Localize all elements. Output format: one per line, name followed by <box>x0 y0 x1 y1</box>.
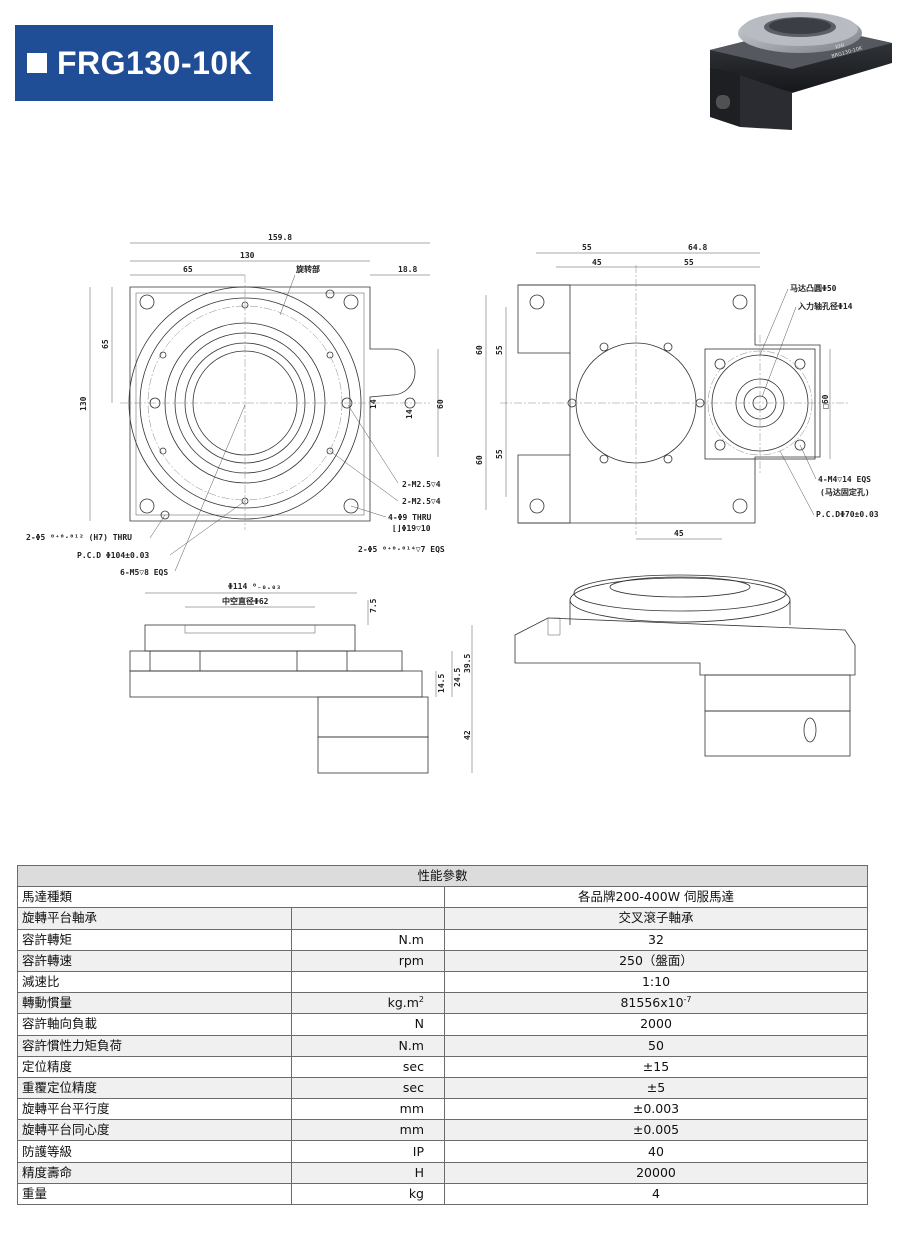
dim-45-top: 45 <box>592 258 602 267</box>
model-title-banner: FRG130-10K <box>15 25 273 101</box>
table-row: 容許轉速 rpm 250（盤面） <box>17 949 868 972</box>
note-m5-eqs: 6-M5▽8 EQS <box>120 568 168 577</box>
isometric-view <box>514 574 856 757</box>
photo-label-brand: KMI <box>835 43 845 51</box>
note-pcd70: P.C.DΦ70±0.03 <box>816 510 879 519</box>
performance-spec-table: 性能參數 馬達種類 各品牌200-400W 伺服馬達 旋轉平台軸承 交叉滾子軸承… <box>17 864 868 1206</box>
note-motor-boss: 马达凸圆Φ50 <box>790 283 837 293</box>
table-row: 旋轉平台同心度 mm ±0.005 <box>17 1119 868 1142</box>
dim-159-8: 159.8 <box>268 233 292 242</box>
dim-55-lower: 55 <box>495 449 504 459</box>
dim-60-lower: 60 <box>475 455 484 465</box>
note-m2-5-a: 2-M2.5▽4 <box>402 480 441 489</box>
table-row: 防護等級 IP 40 <box>17 1140 868 1163</box>
table-row: 精度壽命 H 20000 <box>17 1161 868 1184</box>
dim-7-5: 7.5 <box>369 598 378 613</box>
dim-42: 42 <box>463 730 472 740</box>
dim-14-a: 14 <box>369 399 378 409</box>
product-photo: KMI BRG130-10K <box>710 12 892 130</box>
dim-14-b: 14 <box>405 409 414 419</box>
note-m2-5-b: 2-M2.5▽4 <box>402 497 441 506</box>
table-row: 容許慣性力矩負荷 N.m 50 <box>17 1034 868 1057</box>
side-view: 55 64.8 45 55 60 55 60 55 45 □60 马达凸圆Φ50… <box>475 243 879 540</box>
dim-130-width: 130 <box>240 251 255 260</box>
note-2-phi5-eqs: 2-Φ5 ⁰⁺⁰·⁰¹⁴▽7 EQS <box>358 545 445 554</box>
table-row: 旋轉平台軸承 交叉滾子軸承 <box>17 907 868 930</box>
dim-130-height: 130 <box>79 396 88 411</box>
top-view: 159.8 130 65 18.8 130 65 14 14 60 旋转部 2-… <box>26 233 445 577</box>
note-2-phi5-h7: 2-Φ5 ⁰⁺⁰·⁰¹² (H7) THRU <box>26 533 132 542</box>
dim-45-bottom: 45 <box>674 529 684 538</box>
note-phi9-thru: 4-Φ9 THRU <box>388 513 432 522</box>
dim-55-top: 55 <box>582 243 592 252</box>
dim-64-8: 64.8 <box>688 243 707 252</box>
model-title: FRG130-10K <box>57 44 253 81</box>
dim-24-5: 24.5 <box>453 668 462 687</box>
table-row: 容許軸向負載 N 2000 <box>17 1013 868 1036</box>
dim-14-5: 14.5 <box>437 674 446 693</box>
note-m4-eqs: 4-M4▽14 EQS <box>818 475 871 484</box>
table-row: 重覆定位精度 sec ±5 <box>17 1076 868 1100</box>
table-row: 馬達種類 各品牌200-400W 伺服馬達 <box>17 886 868 909</box>
engineering-drawing: 159.8 130 65 18.8 130 65 14 14 60 旋转部 2-… <box>26 233 879 774</box>
spec-table-title: 性能參數 <box>17 864 868 888</box>
label-rotating-part: 旋转部 <box>295 264 320 274</box>
note-motor-fix: (马达固定孔) <box>820 487 870 497</box>
dim-phi114: Φ114 ⁰₋₀.₀₃ <box>228 582 281 591</box>
dim-55-upper: 55 <box>495 345 504 355</box>
section-view: Φ114 ⁰₋₀.₀₃ 中空直径Φ62 7.5 39.5 24.5 14.5 4… <box>129 582 473 774</box>
dim-60-upper: 60 <box>475 345 484 355</box>
dim-55-top-right: 55 <box>684 258 694 267</box>
note-phi19: ⌊⌋Φ19▽10 <box>392 524 431 533</box>
dim-65-height: 65 <box>101 339 110 349</box>
dim-65-width: 65 <box>183 265 193 274</box>
dim-60-top: 60 <box>436 399 445 409</box>
dim-39-5: 39.5 <box>463 654 472 673</box>
bullet-square-icon <box>27 53 47 73</box>
table-row: 旋轉平台平行度 mm ±0.003 <box>17 1098 868 1121</box>
dim-hollow-phi62: 中空直径Φ62 <box>222 596 269 606</box>
dim-18-8: 18.8 <box>398 265 417 274</box>
note-pcd104: P.C.D Φ104±0.03 <box>77 551 149 560</box>
table-row: 重量 kg 4 <box>17 1182 868 1206</box>
table-row: 轉動慣量 kg.m2 81556x10-7 <box>17 992 868 1015</box>
table-row: 容許轉矩 N.m 32 <box>17 928 868 951</box>
note-input-shaft: 入力轴孔径Φ14 <box>797 301 853 311</box>
dim-square-60: □60 <box>821 394 830 409</box>
table-row: 減速比 1:10 <box>17 970 868 994</box>
table-row: 定位精度 sec ±15 <box>17 1055 868 1078</box>
